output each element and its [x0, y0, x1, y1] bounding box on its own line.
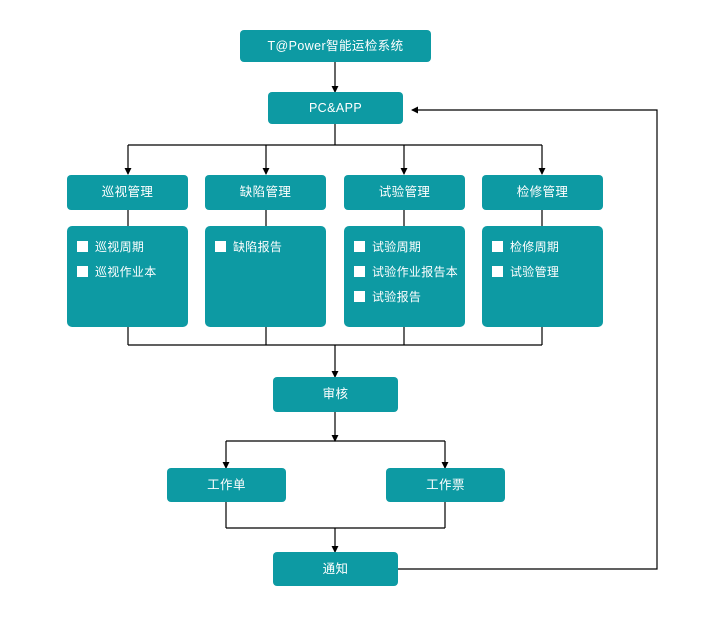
- checkbox-square-icon[interactable]: [492, 241, 503, 252]
- node-column-header-maintenance[interactable]: 检修管理: [482, 175, 603, 210]
- list-item[interactable]: 缺陷报告: [215, 238, 282, 255]
- node-column-header-test-label: 试验管理: [378, 185, 431, 199]
- node-column-header-maintenance-label: 检修管理: [516, 185, 569, 199]
- node-column-header-patrol-label: 巡视管理: [101, 185, 154, 199]
- list-item-label: 试验周期: [372, 240, 422, 254]
- node-work-order-label: 工作单: [207, 477, 246, 492]
- node-work-ticket[interactable]: 工作票: [386, 468, 505, 502]
- list-item-label: 巡视周期: [95, 240, 145, 254]
- node-column-header-defect-label: 缺陷管理: [239, 185, 292, 199]
- checkbox-square-icon[interactable]: [354, 291, 365, 302]
- panel-maintenance-items: 检修周期 试验管理: [482, 226, 603, 327]
- node-column-header-patrol[interactable]: 巡视管理: [67, 175, 188, 210]
- checkbox-square-icon[interactable]: [354, 266, 365, 277]
- list-item-label: 巡视作业本: [95, 265, 157, 279]
- list-item-label: 试验管理: [510, 265, 560, 279]
- node-platform-label: PC&APP: [308, 100, 363, 115]
- list-item[interactable]: 检修周期: [492, 238, 559, 255]
- node-root-system-label: T@Power智能运检系统: [267, 38, 404, 53]
- list-item[interactable]: 试验作业报告本: [354, 263, 458, 280]
- checkbox-square-icon[interactable]: [77, 241, 88, 252]
- node-column-header-defect[interactable]: 缺陷管理: [205, 175, 326, 210]
- list-item[interactable]: 试验报告: [354, 288, 421, 305]
- list-item-label: 缺陷报告: [233, 240, 283, 254]
- list-item[interactable]: 巡视周期: [77, 238, 144, 255]
- node-review-label: 审核: [322, 387, 349, 401]
- list-item-label: 试验报告: [372, 290, 422, 304]
- panel-defect-items: 缺陷报告: [205, 226, 326, 327]
- node-notice[interactable]: 通知: [273, 552, 398, 586]
- node-work-order[interactable]: 工作单: [167, 468, 286, 502]
- list-item-label: 试验作业报告本: [372, 265, 459, 279]
- list-item[interactable]: 试验管理: [492, 263, 559, 280]
- checkbox-square-icon[interactable]: [215, 241, 226, 252]
- node-root-system[interactable]: T@Power智能运检系统: [240, 30, 431, 62]
- checkbox-square-icon[interactable]: [77, 266, 88, 277]
- node-platform[interactable]: PC&APP: [268, 92, 403, 124]
- list-item[interactable]: 巡视作业本: [77, 263, 157, 280]
- node-work-ticket-label: 工作票: [426, 477, 465, 492]
- panel-patrol-items: 巡视周期 巡视作业本: [67, 226, 188, 327]
- node-notice-label: 通知: [322, 561, 349, 576]
- checkbox-square-icon[interactable]: [354, 241, 365, 252]
- node-column-header-test[interactable]: 试验管理: [344, 175, 465, 210]
- checkbox-square-icon[interactable]: [492, 266, 503, 277]
- list-item[interactable]: 试验周期: [354, 238, 421, 255]
- list-item-label: 检修周期: [510, 240, 560, 254]
- node-review[interactable]: 审核: [273, 377, 398, 412]
- panel-test-items: 试验周期 试验作业报告本 试验报告: [344, 226, 465, 327]
